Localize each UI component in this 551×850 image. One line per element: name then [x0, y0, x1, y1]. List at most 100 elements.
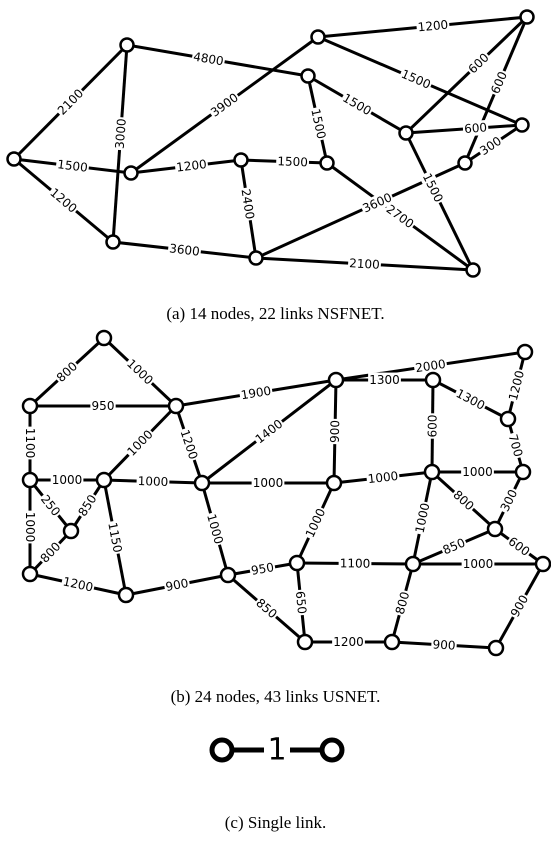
link-label-text: 2000 [414, 357, 446, 375]
link-label-text: 1500 [57, 157, 89, 175]
link-label-bg [104, 520, 126, 555]
link-label-text: 3600 [169, 241, 201, 258]
link-label-N11-N14: 600 [487, 68, 511, 98]
node-N1 [6, 151, 22, 167]
link-label-text: 1000 [253, 476, 284, 490]
link-label-U10-U11: 1300 [452, 385, 489, 414]
link-label-text: 700 [506, 433, 526, 459]
link-label-U18-U19: 950 [248, 559, 277, 579]
link-label-N6-N8: 2400 [237, 186, 258, 222]
link-label-N5-N9: 1500 [339, 89, 375, 120]
link-label-bg [413, 356, 448, 376]
link-label-U5-U16: 1000 [22, 510, 38, 544]
link-label-bg [53, 85, 88, 119]
link-label-bg [251, 475, 285, 491]
node-N12 [514, 117, 530, 133]
link-label-bg [506, 591, 533, 621]
node-U21 [404, 555, 422, 573]
link-label-bg [415, 17, 450, 35]
link-label-bg [36, 538, 65, 567]
node-U14 [423, 463, 441, 481]
link-label-bg [122, 355, 158, 389]
link-label-text: 1200 [176, 157, 208, 174]
link-label-N9-N13: 1500 [418, 169, 447, 206]
link-label-U7-U6: 850 [74, 490, 101, 521]
link-label-bg [475, 132, 506, 160]
node-U22 [296, 633, 314, 651]
link-label-text: 900 [432, 637, 456, 652]
link-label-bg [382, 200, 418, 233]
node-U7 [95, 471, 113, 489]
node-U10 [424, 371, 442, 389]
link-label-text: 1000 [463, 557, 494, 571]
link-label-text: 1500 [399, 67, 433, 92]
link-label-bg [275, 153, 310, 170]
link-label-bg [74, 490, 101, 521]
link-label-bg [264, 732, 290, 768]
link-label-N3-N6: 1200 [174, 156, 209, 176]
link-label-bg [411, 500, 434, 536]
link-label-U7-U9: 1000 [136, 473, 170, 490]
link-label-bg [112, 116, 130, 151]
link-label-U21-U20: 1000 [461, 556, 495, 572]
link-N9-N11 [404, 15, 529, 135]
link-label-bg [496, 485, 522, 516]
caption-c: (c) Single link. [224, 813, 327, 832]
link-label-text: 1900 [240, 384, 272, 403]
node-U16 [21, 565, 39, 583]
node-U6 [62, 522, 80, 540]
link-label-bg [55, 156, 90, 176]
link-label-bg [50, 472, 84, 488]
link-label-U21-U23: 800 [392, 588, 413, 618]
link-label-U8-U12: 900 [327, 418, 343, 445]
link-label-bg [487, 68, 511, 98]
link-label-N8-N13: 2100 [347, 255, 382, 273]
link-label-bg [123, 426, 157, 460]
link-label-bg [462, 119, 489, 137]
link-label-bg [52, 357, 82, 387]
node-N8 [248, 250, 264, 266]
link-label-bg [365, 468, 401, 487]
link-label-text: 1300 [369, 373, 400, 387]
node-N13 [465, 262, 481, 278]
node-U13 [486, 520, 504, 538]
link-label-text: 1000 [462, 465, 493, 479]
nsfnet-edge-labels: 2100150012004800300012003900360015001500… [46, 17, 511, 273]
node-S1 [209, 737, 235, 763]
link-label-text: 650 [293, 590, 309, 614]
link-label-bg [136, 473, 170, 490]
link-label-text: 1100 [23, 428, 37, 459]
link-label-U1-U4: 950 [90, 398, 116, 414]
link-label-bg [338, 555, 372, 572]
link-label-text: 600 [425, 414, 439, 437]
node-U8 [327, 371, 345, 389]
link-label-bg [347, 255, 382, 273]
link-label-bg [439, 534, 469, 559]
link-label-U15-U13: 300 [496, 485, 522, 516]
link-label-text: 1000 [23, 512, 37, 543]
node-N7 [310, 29, 326, 45]
node-U24 [487, 639, 505, 657]
link-label-U5-U7: 1000 [50, 472, 84, 488]
link-label-N5-N10: 1500 [307, 106, 330, 142]
link-label-text: 1150 [105, 521, 124, 554]
nsfnet-nodes [6, 9, 535, 278]
link-label-bg [252, 594, 281, 623]
node-U5 [21, 471, 39, 489]
link-label-bg [167, 240, 202, 260]
link-label-bg [206, 89, 243, 121]
link-label-text: 600 [464, 120, 488, 136]
link-label-text: 900 [164, 576, 189, 594]
node-N6 [233, 152, 249, 168]
link-label-bg [464, 49, 493, 78]
link-label-bg [505, 367, 528, 404]
link-label-text: 4800 [192, 49, 224, 68]
node-U1 [21, 397, 39, 415]
node-U9 [193, 474, 211, 492]
link-label-bg [292, 589, 310, 616]
single-link-graph: 1 [209, 732, 345, 768]
nsfnet-edges [12, 15, 529, 272]
link-label-text: 1200 [177, 428, 200, 461]
link-label-U12-U14: 1000 [365, 468, 401, 487]
link-label-U13-U20: 600 [504, 533, 534, 560]
